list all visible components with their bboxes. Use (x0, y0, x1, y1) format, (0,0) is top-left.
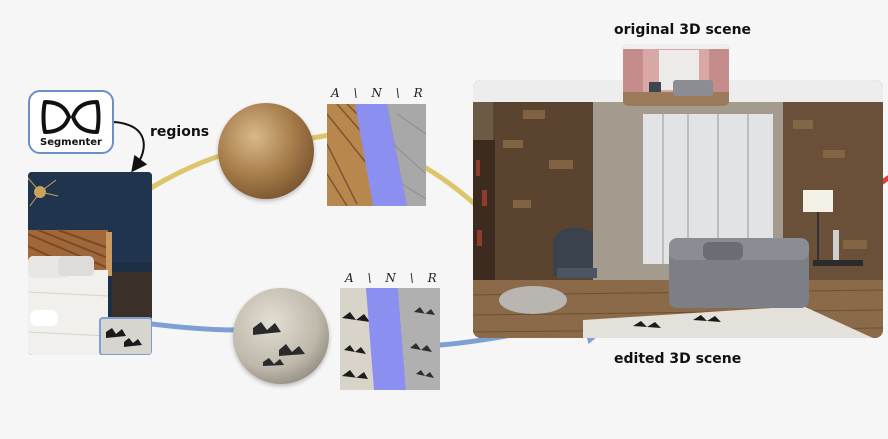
rug-material-maps (340, 288, 440, 390)
roughness-label: R (413, 86, 424, 100)
regions-label: regions (150, 124, 210, 140)
top-maps-header: A \ N \ R (331, 86, 424, 100)
bottom-maps-header: A \ N \ R (345, 271, 438, 285)
segmenter-box: Segmenter (28, 90, 114, 154)
original-scene-label: original 3D scene (614, 22, 752, 38)
albedo-label: A (345, 271, 355, 285)
edited-scene-label: edited 3D scene (614, 351, 742, 367)
wood-material-maps (326, 103, 427, 207)
original-scene-thumbnail (623, 44, 729, 106)
roughness-label: R (427, 271, 438, 285)
segmenter-icon (41, 100, 101, 134)
input-bedroom-image (28, 172, 152, 355)
edited-scene-image (473, 80, 883, 338)
normal-label: N (385, 271, 397, 285)
segmenter-label: Segmenter (40, 137, 102, 148)
rug-material-sphere (233, 288, 329, 384)
normal-label: N (371, 86, 383, 100)
wood-material-sphere (218, 103, 314, 199)
albedo-label: A (331, 86, 341, 100)
segmenter-to-image-arrow (113, 121, 148, 173)
